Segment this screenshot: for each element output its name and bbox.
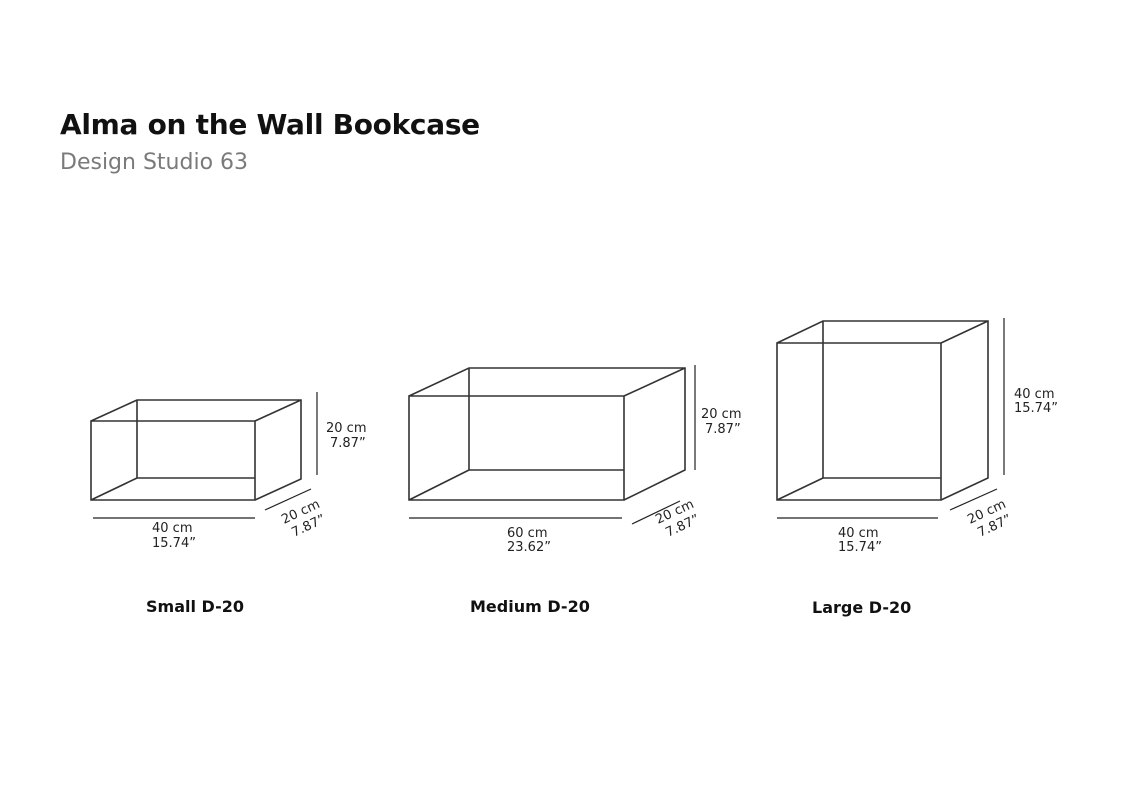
page-subtitle: Design Studio 63 <box>60 150 249 175</box>
large-model-name: Large D-20 <box>812 598 911 617</box>
large-width-cm: 40 cm <box>838 526 879 541</box>
medium-width-cm: 60 cm <box>507 526 548 541</box>
small-width-cm: 40 cm <box>152 521 193 536</box>
medium-width-in: 23.62” <box>507 540 551 555</box>
medium-bookcase-drawing <box>408 365 696 525</box>
large-bookcase-drawing <box>776 318 1005 519</box>
small-height-cm: 20 cm <box>326 421 367 436</box>
page-title: Alma on the Wall Bookcase <box>60 108 480 141</box>
small-bookcase-drawing <box>90 392 318 519</box>
small-model-name: Small D-20 <box>146 597 244 616</box>
medium-model-name: Medium D-20 <box>470 597 590 616</box>
small-width-in: 15.74” <box>152 536 196 551</box>
medium-height-cm: 20 cm <box>701 407 742 422</box>
small-height-in: 7.87” <box>330 436 366 451</box>
large-height-cm: 40 cm <box>1014 387 1055 402</box>
large-height-in: 15.74” <box>1014 401 1058 416</box>
large-width-in: 15.74” <box>838 540 882 555</box>
medium-height-in: 7.87” <box>705 422 741 437</box>
